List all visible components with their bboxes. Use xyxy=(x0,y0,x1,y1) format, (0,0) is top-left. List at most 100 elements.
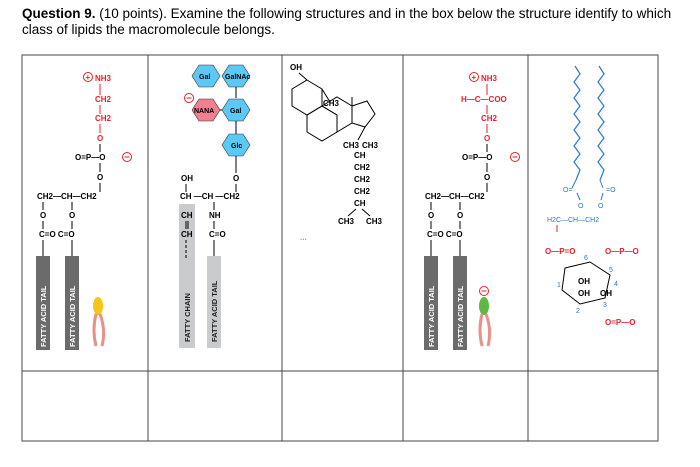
s2-tail-label: FATTY ACID TAIL xyxy=(210,280,219,342)
s2-oh: OH xyxy=(181,174,193,183)
s4-backbone: CH2—CH—CH2 xyxy=(425,192,485,201)
fatty-acid-tail-4a xyxy=(424,256,438,350)
question-points: (10 points). xyxy=(99,6,167,21)
s4-tail1-label: FATTY ACID TAIL xyxy=(427,285,436,347)
answer-box-1[interactable] xyxy=(23,372,147,440)
s5-n4: 4 xyxy=(614,281,618,288)
negative-charge-icon-2 xyxy=(184,93,194,103)
s5-backbone: H2C—CH—CH2 xyxy=(547,217,599,224)
s3-ch3d: CH3 xyxy=(338,217,355,226)
s4-tail2-label: FATTY ACID TAIL xyxy=(456,285,465,347)
s5-oh2: OH xyxy=(578,289,590,298)
s2-glc: Glc xyxy=(231,143,242,150)
s3-ch: CH xyxy=(354,151,366,160)
s2-nana: NANA xyxy=(194,108,214,115)
answer-box-2[interactable] xyxy=(149,372,281,440)
acyl-chain-1 xyxy=(573,65,581,181)
s2-backbone: CH —CH —CH2 xyxy=(180,192,240,201)
negative-charge-icon-4b xyxy=(479,286,489,296)
s3-ch3e: CH3 xyxy=(366,217,383,226)
s1-tail2-label: FATTY ACID TAIL xyxy=(68,285,77,347)
s2-galnac: GalNAc xyxy=(225,74,250,81)
structure-5: O= =O O O H2C—CH—CH2 O—P=O O—P—O 1 2 3 4… xyxy=(545,65,639,327)
question-text: Question 9. (10 points). Examine the fol… xyxy=(22,6,682,38)
s2-nh: NH xyxy=(209,211,221,220)
s5-n6: 6 xyxy=(584,255,588,262)
structure-3: OH CH3 CH3 CH3 CH CH2 CH2 CH2 CH CH3 CH3… xyxy=(290,63,383,242)
s5-po1: O—P=O xyxy=(545,247,575,256)
question-body: Examine the following structures and in … xyxy=(22,6,672,37)
answer-box-5[interactable] xyxy=(529,372,657,440)
s1-ch2a: CH2 xyxy=(95,95,112,104)
s4-carbonyl: C=O C=O xyxy=(427,230,463,239)
fatty-acid-tail-1b xyxy=(65,256,79,350)
s1-backbone: CH2—CH—CH2 xyxy=(37,192,97,201)
s5-n3: 3 xyxy=(603,302,607,309)
s2-o: O xyxy=(233,174,239,183)
inositol-ring xyxy=(561,261,611,305)
s1-o2: O xyxy=(97,173,103,182)
s3-ch2: CH xyxy=(354,199,366,208)
svg-text:O: O xyxy=(578,203,584,210)
nana-hexagon xyxy=(191,98,221,122)
structure-1: + NH3 CH2 CH2 O O=P—O O CH2—CH—CH2 O O C… xyxy=(36,72,132,350)
s4-ch2: CH2 xyxy=(481,114,498,123)
svg-text:O=: O= xyxy=(563,187,573,194)
s1-carbonyl: C=O C=O xyxy=(39,230,75,239)
fatty-acid-tail-4b xyxy=(453,256,467,350)
sterol-ring-b xyxy=(306,105,338,142)
gal-hexagon-2 xyxy=(221,98,251,122)
s2-chain-label: FATTY CHAIN xyxy=(183,293,192,342)
phospholipid-tails-icon-4 xyxy=(478,313,492,347)
s3-ch2b: CH2 xyxy=(354,175,371,184)
glc-hexagon xyxy=(221,133,251,157)
sterol-ring-d xyxy=(351,100,376,128)
acyl-chain-2 xyxy=(597,65,605,181)
s5-oh1: OH xyxy=(578,277,590,286)
s2-ch1: CH xyxy=(181,211,193,220)
gal-hexagon-1 xyxy=(191,64,221,88)
answer-box-3[interactable] xyxy=(283,372,402,440)
s1-ch2b: CH2 xyxy=(95,114,112,123)
s5-oh3: OH xyxy=(600,289,612,298)
s5-po2: O—P—O xyxy=(605,247,639,256)
s3-oh: OH xyxy=(290,63,302,72)
svg-text:=O: =O xyxy=(606,187,616,194)
s1-nh3: NH3 xyxy=(95,74,112,83)
s1-ob: O xyxy=(69,211,75,220)
svg-text:+: + xyxy=(472,73,477,82)
s1-o1: O xyxy=(97,134,103,143)
sterol-ring-a xyxy=(291,79,323,116)
svg-text:+: + xyxy=(86,73,91,82)
s4-oa: O xyxy=(428,211,434,220)
s4-phosphate: O=P—O xyxy=(462,153,492,162)
answer-box-4[interactable] xyxy=(404,372,527,440)
s4-ob: O xyxy=(457,211,463,220)
s3-ch2a: CH2 xyxy=(354,163,371,172)
s1-phosphate: O=P—O xyxy=(75,153,105,162)
galnac-hexagon xyxy=(221,64,251,88)
structure-4: + NH3 H—C—COO CH2 O O=P—O O CH2—CH—CH2 O… xyxy=(424,72,520,350)
fatty-acid-tail-1a xyxy=(36,256,50,350)
fatty-chain-bar xyxy=(179,204,195,348)
s3-ch3a: CH3 xyxy=(323,99,340,108)
svg-text:...: ... xyxy=(300,233,307,242)
s2-gal1: Gal xyxy=(199,74,210,81)
s4-o2: O xyxy=(484,173,490,182)
s4-o1: O xyxy=(484,134,490,143)
s2-co: C=O xyxy=(209,230,226,239)
s3-ch3b: CH3 xyxy=(343,141,360,150)
s1-oa: O xyxy=(40,211,46,220)
svg-text:O: O xyxy=(598,203,604,210)
fatty-acid-tail-2 xyxy=(207,256,221,348)
s1-tail1-label: FATTY ACID TAIL xyxy=(39,285,48,347)
s3-ch2c: CH2 xyxy=(354,187,371,196)
phospholipid-tails-icon xyxy=(92,313,106,347)
phospholipid-head-icon-4 xyxy=(479,297,489,315)
s5-po3: O=P—O xyxy=(605,318,635,327)
s3-ch3c: CH3 xyxy=(362,141,379,150)
s5-n1: 1 xyxy=(557,282,561,289)
table-grid xyxy=(21,54,659,442)
negative-charge-icon-4 xyxy=(510,152,520,162)
